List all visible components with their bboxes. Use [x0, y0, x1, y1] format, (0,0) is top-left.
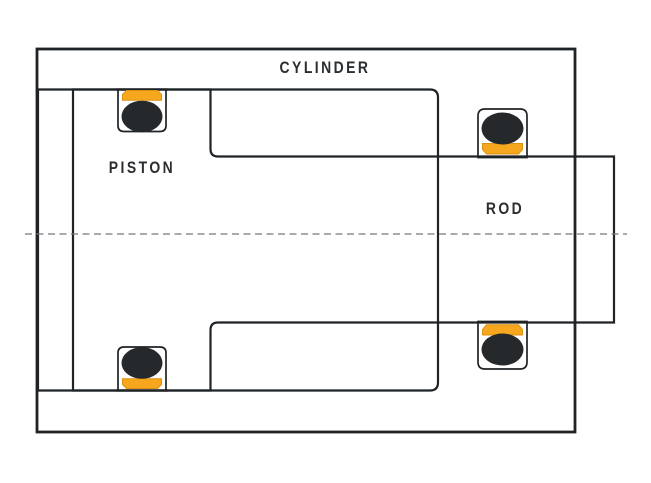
piston-oring-bottom [121, 347, 163, 379]
rod-seal-groove-top [477, 108, 528, 159]
piston-seal-groove-top [117, 88, 167, 133]
cylinder-bore [36, 88, 440, 392]
piston-backup-ring-top [122, 90, 162, 101]
rod-oring-bottom [481, 333, 524, 366]
rod-backup-ring-top [482, 143, 523, 155]
rod-backup-ring-bottom [482, 324, 523, 336]
piston-backup-ring-bottom [122, 378, 162, 389]
piston-label: PISTON [108, 158, 176, 177]
piston-oring-top [121, 100, 163, 133]
rod-oring-top [481, 112, 524, 145]
piston-rod-assembly [71, 88, 616, 392]
cylinder-label: CYLINDER [279, 58, 371, 77]
piston-seal-groove-bottom [117, 346, 167, 392]
rod-seal-groove-bottom [477, 320, 528, 370]
rod-label: ROD [485, 199, 525, 218]
